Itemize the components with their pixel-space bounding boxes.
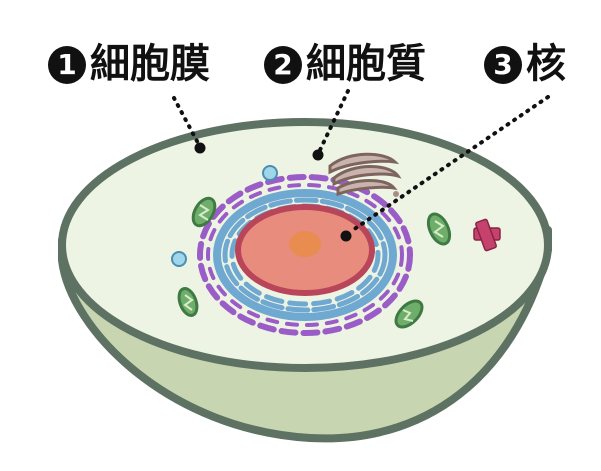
golgi-apparatus — [328, 152, 402, 197]
label-number: 3 — [484, 46, 522, 84]
mitochondrion — [191, 196, 217, 228]
mitochondrion — [177, 287, 199, 317]
vesicle — [262, 165, 278, 181]
label-number: 2 — [264, 46, 302, 84]
nucleolus — [289, 231, 321, 257]
label-text: 細胞膜 — [90, 41, 210, 87]
label-text: 細胞質 — [306, 41, 426, 87]
mitochondrion — [394, 299, 424, 329]
label-number: 1 — [48, 46, 86, 84]
golgi-vesicle — [393, 191, 399, 197]
vesicle — [171, 251, 187, 267]
nucleus-pointer-dot — [340, 230, 352, 242]
rough-er — [197, 174, 413, 336]
mitochondrion — [426, 212, 452, 246]
cytoplasm-pointer-dot — [312, 149, 324, 161]
centriole — [473, 218, 501, 252]
leader-lines — [172, 89, 550, 234]
membrane-pointer-dot — [194, 142, 206, 154]
label-text: 核 — [526, 41, 566, 87]
